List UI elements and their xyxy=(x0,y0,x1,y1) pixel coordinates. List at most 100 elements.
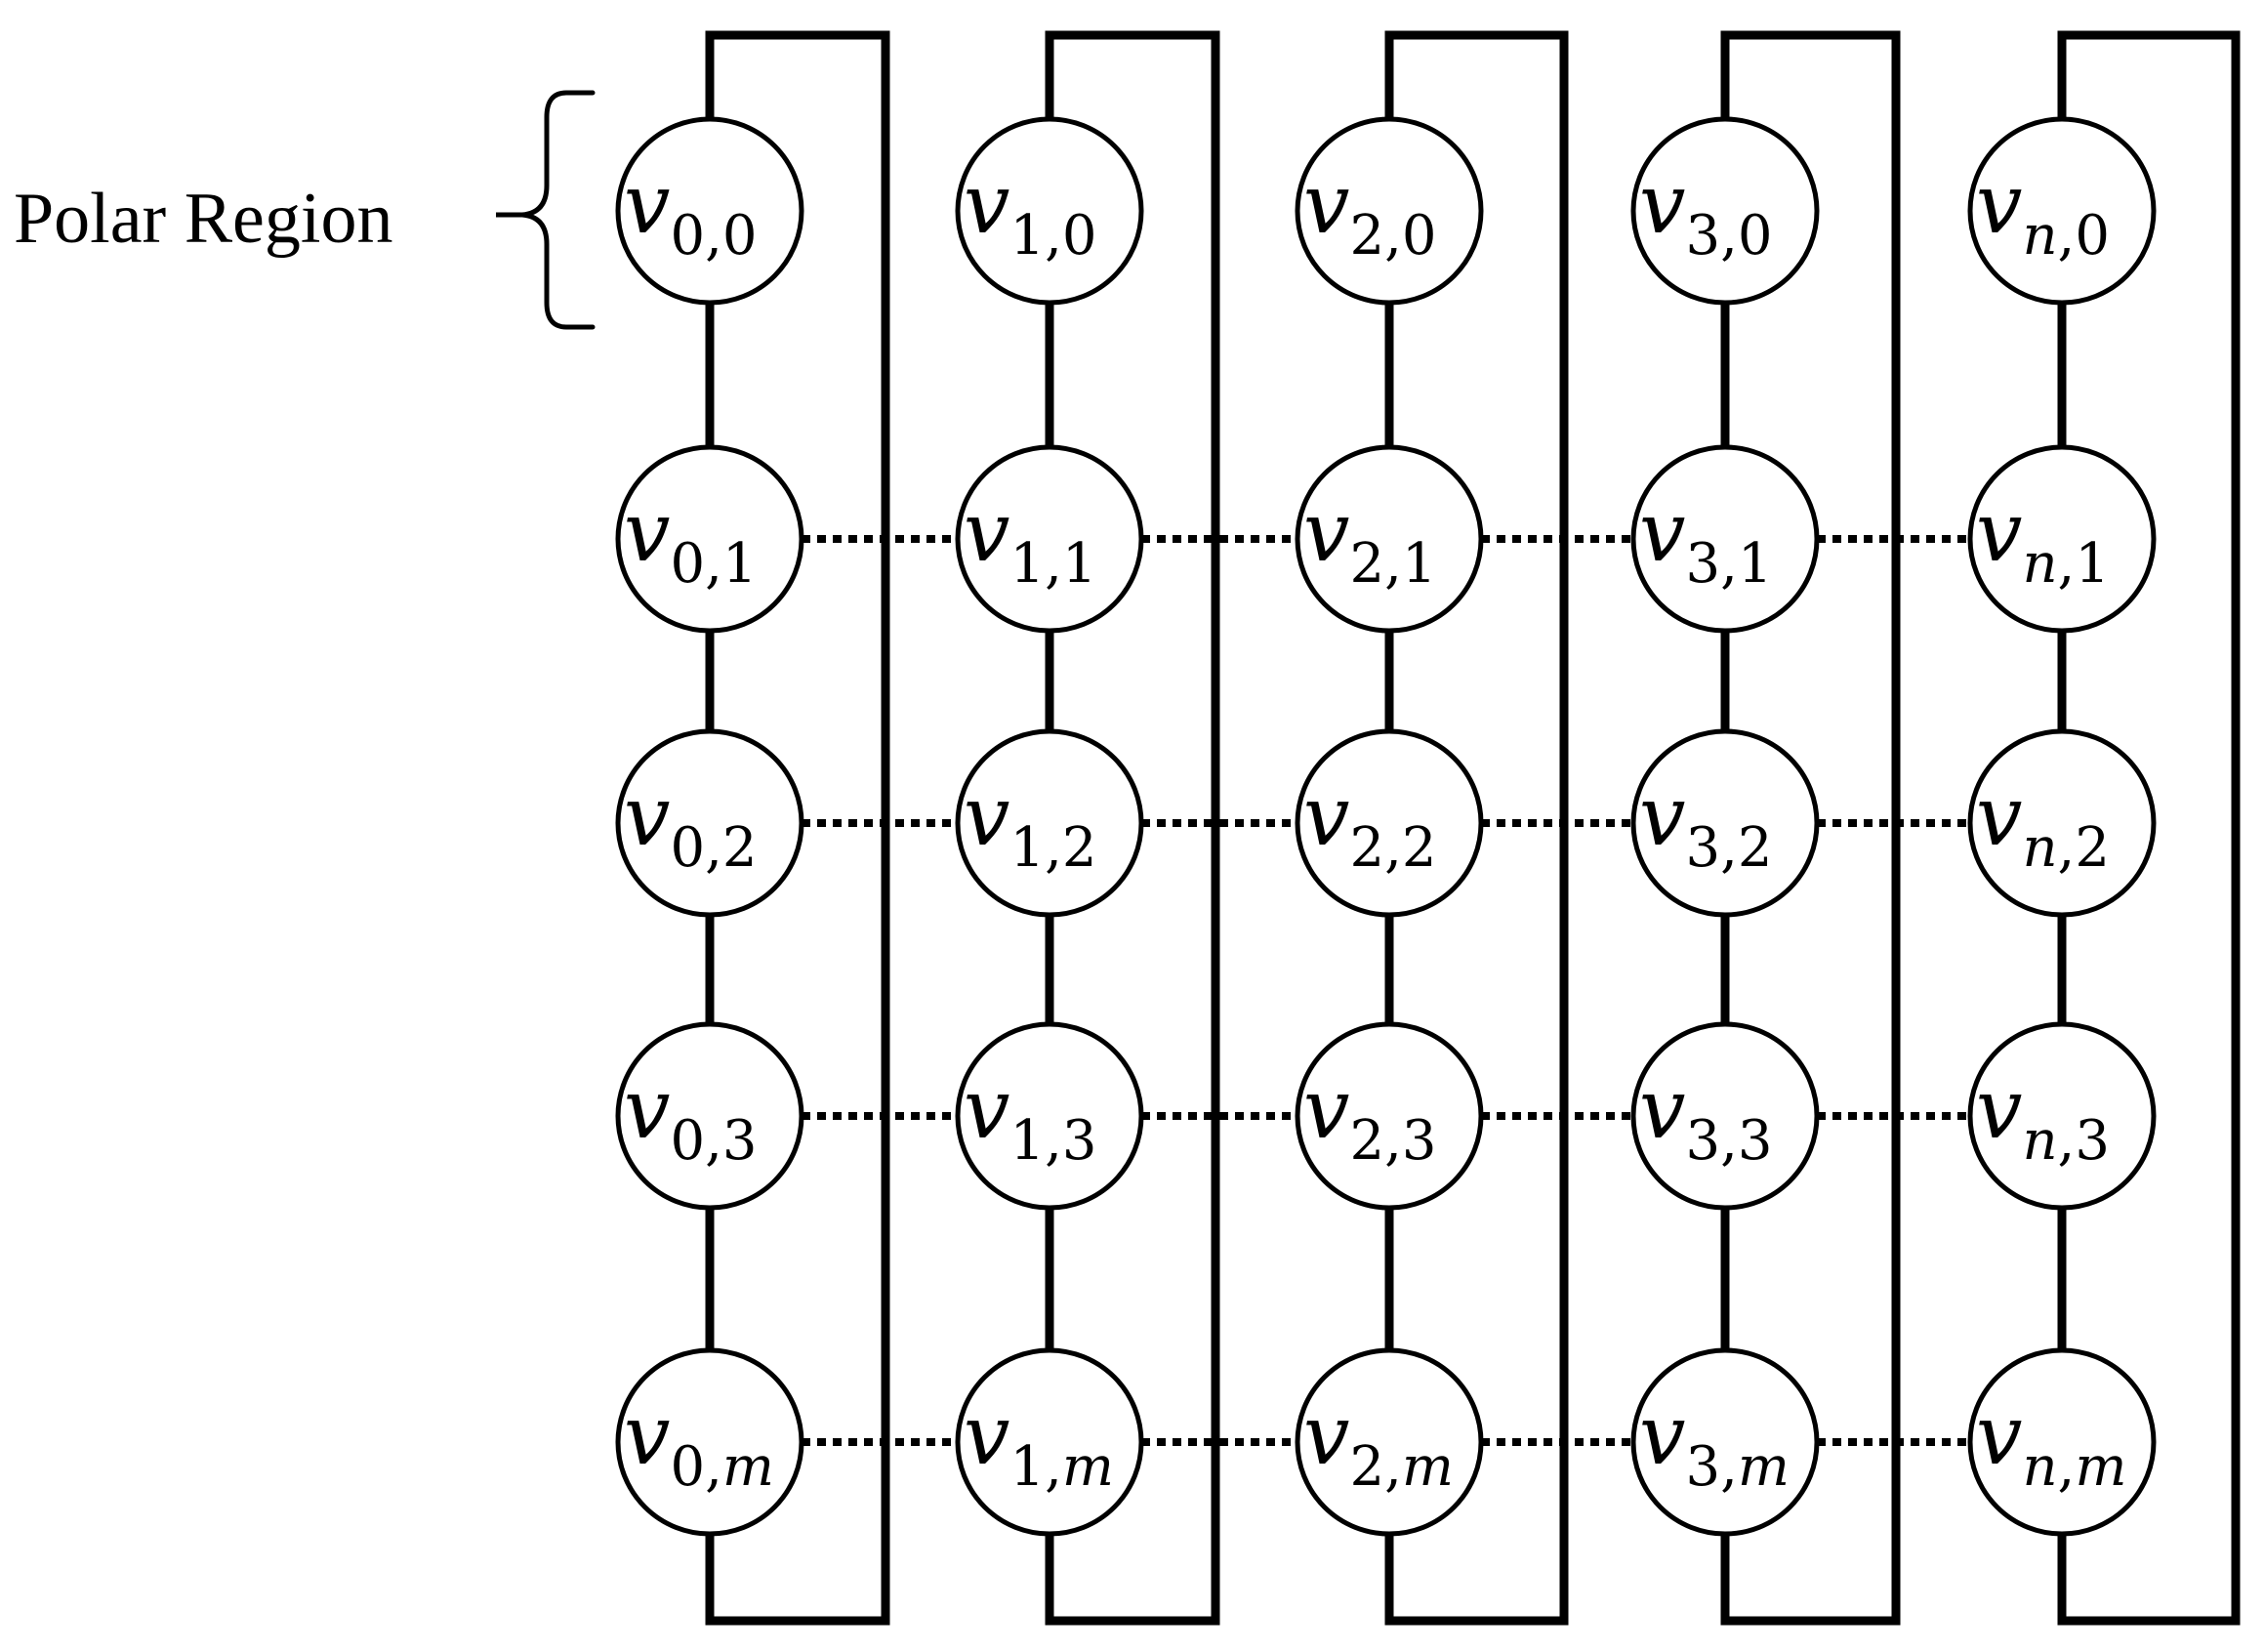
node-col-index: n xyxy=(2022,1435,2057,1499)
node-v-2-0: v2,0 xyxy=(1295,116,1484,306)
node-circle xyxy=(1630,1347,1820,1537)
node-v-0-0: v0,0 xyxy=(615,116,804,306)
node-circle xyxy=(1295,728,1484,918)
node-label: vn,m xyxy=(1976,1387,2126,1499)
node-row-index: 3 xyxy=(1062,1109,1097,1173)
grid-nodes: v0,0v0,1v0,2v0,3v0,mv1,0v1,1v1,2v1,3v1,m… xyxy=(615,116,2157,1537)
node-circle xyxy=(1630,116,1820,306)
node-label: v0,m xyxy=(624,1387,774,1499)
node-symbol: v xyxy=(624,484,670,580)
node-symbol: v xyxy=(1639,156,1685,252)
node-symbol: v xyxy=(1639,768,1685,864)
node-circle xyxy=(615,444,804,634)
node-index-sep: , xyxy=(1384,204,1402,268)
node-row-index: m xyxy=(1402,1435,1454,1499)
node-index-sep: , xyxy=(1384,816,1402,880)
node-symbol: v xyxy=(1976,1387,2022,1483)
node-symbol: v xyxy=(964,156,1009,252)
node-label: v2,2 xyxy=(1303,768,1437,880)
node-col-index: 2 xyxy=(1349,204,1384,268)
node-circle xyxy=(1630,728,1820,918)
node-v-1-1: v1,1 xyxy=(955,444,1144,634)
node-col-index: 0 xyxy=(670,1109,705,1173)
node-row-index: 1 xyxy=(1062,532,1097,596)
node-v-3-3: v3,3 xyxy=(1630,1021,1820,1211)
node-row-index: 3 xyxy=(2075,1109,2110,1173)
node-label: v0,3 xyxy=(624,1061,758,1173)
node-col-index: n xyxy=(2022,532,2057,596)
node-index-sep: , xyxy=(2058,204,2076,268)
node-symbol: v xyxy=(1303,768,1349,864)
node-circle xyxy=(1630,444,1820,634)
node-index-sep: , xyxy=(1045,816,1062,880)
node-label: v3,2 xyxy=(1639,768,1773,880)
node-index-sep: , xyxy=(1720,204,1738,268)
node-v-3-m: v3,m xyxy=(1630,1347,1820,1537)
node-v-1-2: v1,2 xyxy=(955,728,1144,918)
node-v-3-1: v3,1 xyxy=(1630,444,1820,634)
node-label: v2,1 xyxy=(1303,484,1437,596)
node-circle xyxy=(1967,728,2157,918)
column-loops xyxy=(705,30,2241,1626)
node-col-index: 3 xyxy=(1685,816,1720,880)
node-col-index: 0 xyxy=(670,1435,705,1499)
node-symbol: v xyxy=(964,1061,1009,1157)
column-loop-3-top xyxy=(1720,30,1901,1626)
node-label: v0,0 xyxy=(624,156,758,268)
node-symbol: v xyxy=(1976,484,2022,580)
node-circle xyxy=(1967,116,2157,306)
node-circle xyxy=(1295,1021,1484,1211)
node-circle xyxy=(955,1021,1144,1211)
node-row-index: 2 xyxy=(722,816,758,880)
node-label: v1,3 xyxy=(964,1061,1097,1173)
node-col-index: 1 xyxy=(1009,1109,1045,1173)
column-loop-n-top xyxy=(2057,30,2241,1626)
column-loop-0-top xyxy=(705,30,890,1626)
node-symbol: v xyxy=(624,1387,670,1483)
node-circle xyxy=(615,1021,804,1211)
node-v-n-0: vn,0 xyxy=(1967,116,2157,306)
node-index-sep: , xyxy=(2058,1109,2076,1173)
node-symbol: v xyxy=(1976,768,2022,864)
node-symbol: v xyxy=(1303,156,1349,252)
node-symbol: v xyxy=(1303,1061,1349,1157)
node-symbol: v xyxy=(624,156,670,252)
node-index-sep: , xyxy=(705,532,722,596)
node-col-index: 0 xyxy=(670,204,705,268)
node-v-1-m: v1,m xyxy=(955,1347,1144,1537)
node-row-index: 3 xyxy=(1402,1109,1437,1173)
node-row-index: 1 xyxy=(2075,532,2110,596)
node-circle xyxy=(615,1347,804,1537)
node-label: v3,m xyxy=(1639,1387,1790,1499)
node-row-index: 0 xyxy=(1062,204,1097,268)
node-row-index: 0 xyxy=(722,204,758,268)
node-v-3-2: v3,2 xyxy=(1630,728,1820,918)
node-v-n-m: vn,m xyxy=(1967,1347,2157,1537)
node-index-sep: , xyxy=(705,1109,722,1173)
node-col-index: 1 xyxy=(1009,816,1045,880)
node-col-index: 2 xyxy=(1349,532,1384,596)
node-symbol: v xyxy=(1639,484,1685,580)
node-symbol: v xyxy=(964,768,1009,864)
node-label: v0,2 xyxy=(624,768,758,880)
node-v-n-3: vn,3 xyxy=(1967,1021,2157,1211)
node-row-index: 3 xyxy=(722,1109,758,1173)
node-col-index: n xyxy=(2022,1109,2057,1173)
node-row-index: m xyxy=(2075,1435,2126,1499)
node-symbol: v xyxy=(1976,156,2022,252)
node-label: vn,2 xyxy=(1976,768,2110,880)
node-v-0-2: v0,2 xyxy=(615,728,804,918)
node-index-sep: , xyxy=(1045,1109,1062,1173)
node-label: v2,3 xyxy=(1303,1061,1437,1173)
node-circle xyxy=(1967,1021,2157,1211)
node-label: v1,1 xyxy=(964,484,1097,596)
node-label: v1,2 xyxy=(964,768,1097,880)
node-col-index: 2 xyxy=(1349,816,1384,880)
node-label: vn,1 xyxy=(1976,484,2110,596)
node-label: v3,0 xyxy=(1639,156,1773,268)
node-col-index: 3 xyxy=(1685,1435,1720,1499)
node-symbol: v xyxy=(964,1387,1009,1483)
node-circle xyxy=(955,444,1144,634)
node-index-sep: , xyxy=(1720,816,1738,880)
node-circle xyxy=(615,116,804,306)
